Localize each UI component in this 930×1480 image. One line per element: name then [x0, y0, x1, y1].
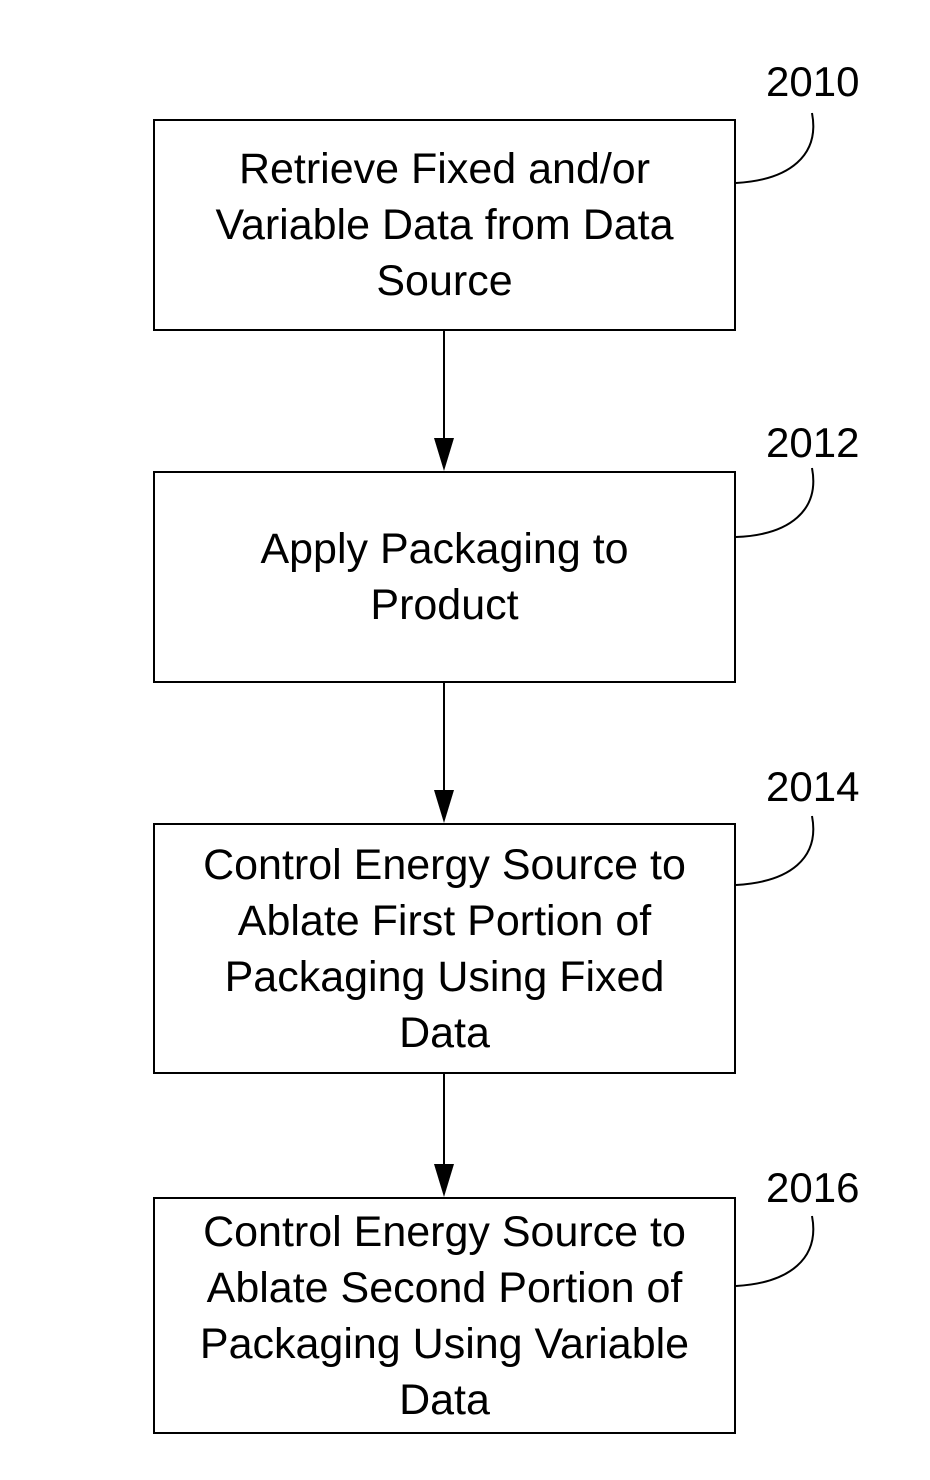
leader-line-2016	[736, 1216, 813, 1286]
leader-line-2012	[736, 468, 813, 537]
leader-line-2014	[736, 816, 813, 885]
reference-numeral-2014: 2014	[766, 764, 859, 810]
arrow-2014-to-2016	[434, 1074, 454, 1197]
step-text-apply-packaging: Apply Packaging to Product	[225, 521, 665, 633]
step-text-ablate-first-portion: Control Energy Source to Ablate First Po…	[175, 837, 715, 1061]
step-box-ablate-second-portion: Control Energy Source to Ablate Second P…	[153, 1197, 736, 1434]
reference-numeral-2016: 2016	[766, 1165, 859, 1211]
step-text-retrieve-data: Retrieve Fixed and/or Variable Data from…	[175, 141, 715, 309]
arrow-2010-to-2012	[434, 331, 454, 471]
reference-numeral-2012: 2012	[766, 420, 859, 466]
arrow-2012-to-2014	[434, 683, 454, 823]
leader-line-2010	[736, 113, 813, 183]
step-text-ablate-second-portion: Control Energy Source to Ablate Second P…	[165, 1204, 725, 1428]
step-box-ablate-first-portion: Control Energy Source to Ablate First Po…	[153, 823, 736, 1074]
step-box-retrieve-data: Retrieve Fixed and/or Variable Data from…	[153, 119, 736, 331]
step-box-apply-packaging: Apply Packaging to Product	[153, 471, 736, 683]
reference-numeral-2010: 2010	[766, 59, 859, 105]
